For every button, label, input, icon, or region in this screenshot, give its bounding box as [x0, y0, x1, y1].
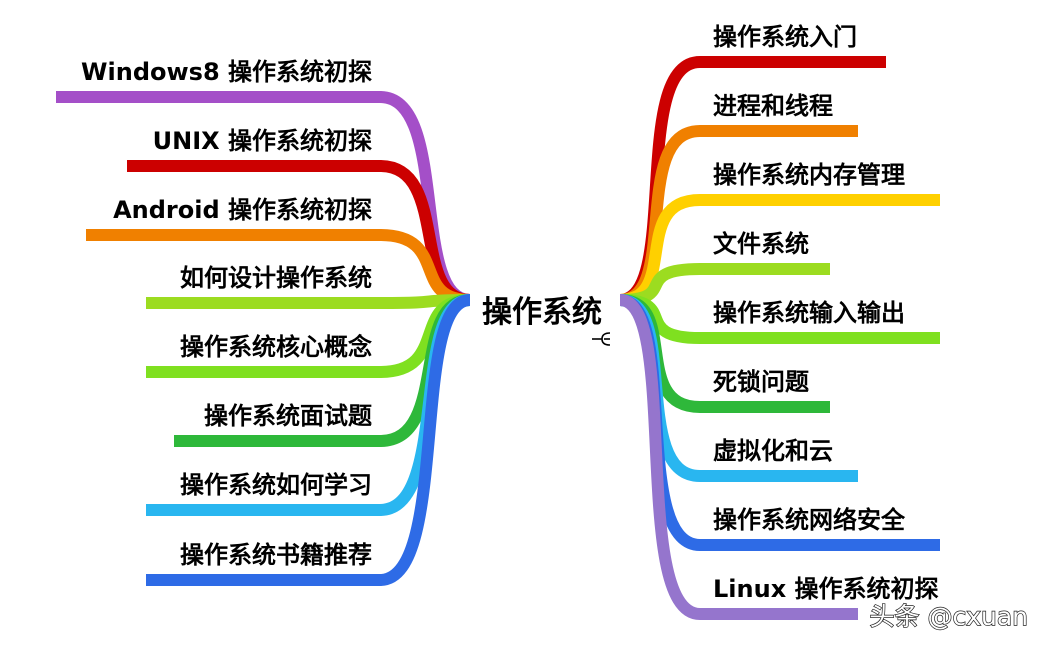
left-branch[interactable]: 如何设计操作系统: [146, 264, 471, 309]
right-branch[interactable]: Linux 操作系统初探: [618, 294, 939, 620]
left-branch[interactable]: 操作系统核心概念: [146, 294, 471, 378]
branch-line: [618, 294, 858, 620]
left-branch[interactable]: 操作系统书籍推荐: [146, 294, 472, 586]
branch-label: 进程和线程: [713, 92, 833, 120]
right-branches: 操作系统入门进程和线程操作系统内存管理文件系统操作系统输入输出死锁问题虚拟化和云…: [618, 23, 940, 620]
branch-line: [146, 294, 471, 309]
branch-label: UNIX 操作系统初探: [153, 127, 372, 155]
branch-label: 如何设计操作系统: [180, 264, 372, 292]
branch-label: 操作系统核心概念: [180, 333, 372, 361]
branch-label: Linux 操作系统初探: [713, 575, 939, 603]
left-branches: Windows8 操作系统初探 UNIX 操作系统初探 Android 操作系统初探…: [56, 58, 472, 586]
branch-label: 操作系统输入输出: [713, 299, 905, 327]
collapse-icon[interactable]: [592, 332, 611, 346]
watermark-text: 头条 @cxuan: [870, 602, 1029, 631]
branch-label: 死锁问题: [713, 368, 809, 396]
branch-label: 操作系统网络安全: [713, 506, 906, 534]
branch-label: 操作系统书籍推荐: [180, 541, 372, 569]
branch-label: 操作系统入门: [713, 23, 857, 51]
center-label: 操作系统: [482, 295, 602, 330]
branch-label: 操作系统如何学习: [180, 471, 372, 499]
watermark: 头条 @cxuan: [869, 601, 1029, 631]
branch-label: Android 操作系统初探: [113, 196, 372, 224]
center-node[interactable]: 操作系统: [482, 295, 611, 346]
branch-label: 操作系统内存管理: [713, 161, 905, 189]
branch-label: 文件系统: [713, 230, 809, 258]
branch-label: Windows8 操作系统初探: [81, 58, 372, 86]
right-branch[interactable]: 操作系统输入输出: [619, 294, 940, 344]
branch-line: [146, 294, 472, 586]
branch-label: 虚拟化和云: [713, 437, 833, 465]
branch-label: 操作系统面试题: [204, 402, 372, 430]
